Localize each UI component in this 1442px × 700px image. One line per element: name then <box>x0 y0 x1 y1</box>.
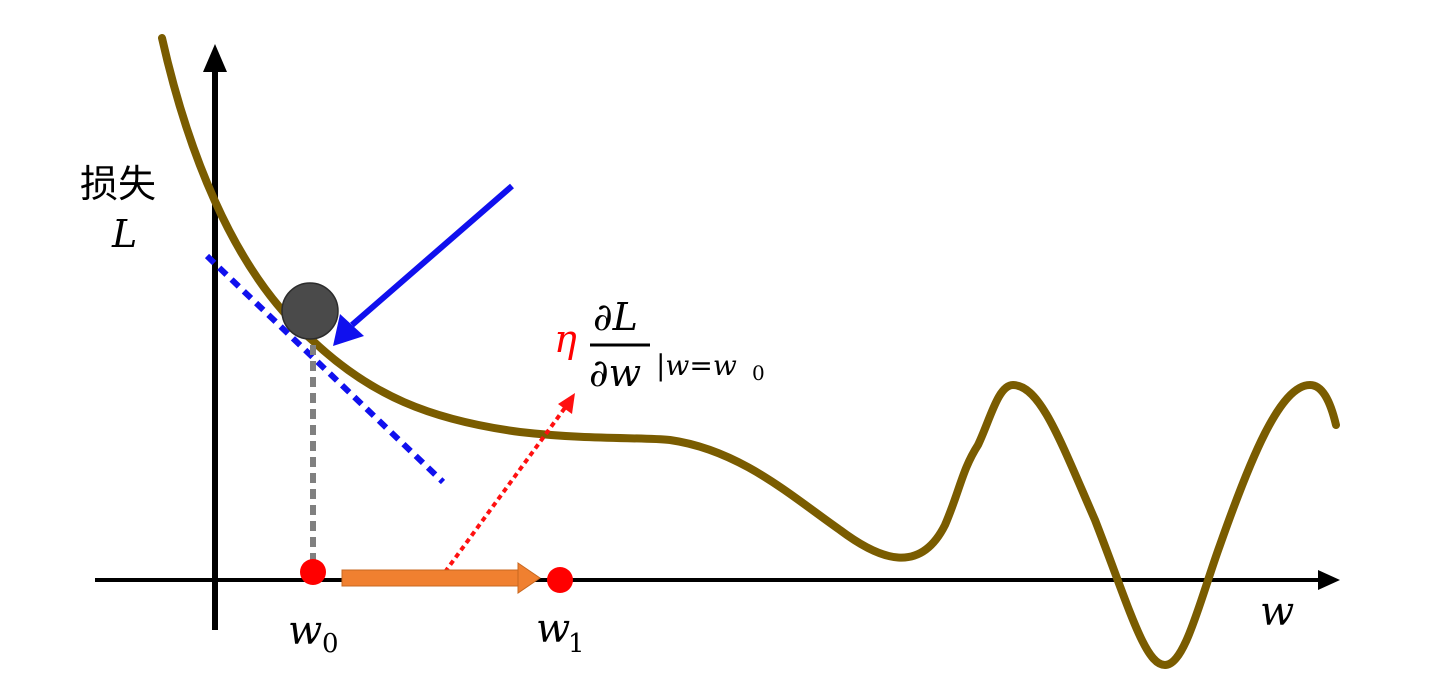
gradient-arrow <box>443 403 569 574</box>
force-arrow <box>350 183 514 328</box>
loss-curve <box>158 34 1340 670</box>
y-axis-symbol: L <box>111 212 137 256</box>
w0-label: w <box>288 608 322 654</box>
tangent-line <box>204 253 446 485</box>
point-w0 <box>300 559 326 585</box>
y-axis-name: 损失 <box>80 162 156 206</box>
force-arrow-head-icon <box>333 314 364 346</box>
gradient-arrow-head-icon <box>558 393 575 414</box>
step-arrow-head-icon <box>517 562 541 594</box>
w0-subscript: 0 <box>322 629 339 659</box>
gradient-eval-subscript: 0 <box>752 361 765 385</box>
ball <box>281 282 339 340</box>
y-axis-arrow-icon <box>203 44 227 72</box>
point-w1 <box>547 567 573 593</box>
gradient-denominator: ∂w <box>589 351 641 395</box>
x-axis-symbol: w <box>1260 589 1294 635</box>
eta-symbol: η <box>554 317 577 361</box>
w1-subscript: 1 <box>568 629 585 659</box>
w1-label: w <box>536 606 570 652</box>
gradient-eval: |w=w <box>656 349 737 382</box>
gradient-numerator: ∂L <box>593 295 638 339</box>
step-arrow <box>341 569 519 587</box>
x-axis-arrow-icon <box>1318 570 1340 590</box>
w0-base: w <box>288 608 322 654</box>
w1-base: w <box>536 606 570 652</box>
